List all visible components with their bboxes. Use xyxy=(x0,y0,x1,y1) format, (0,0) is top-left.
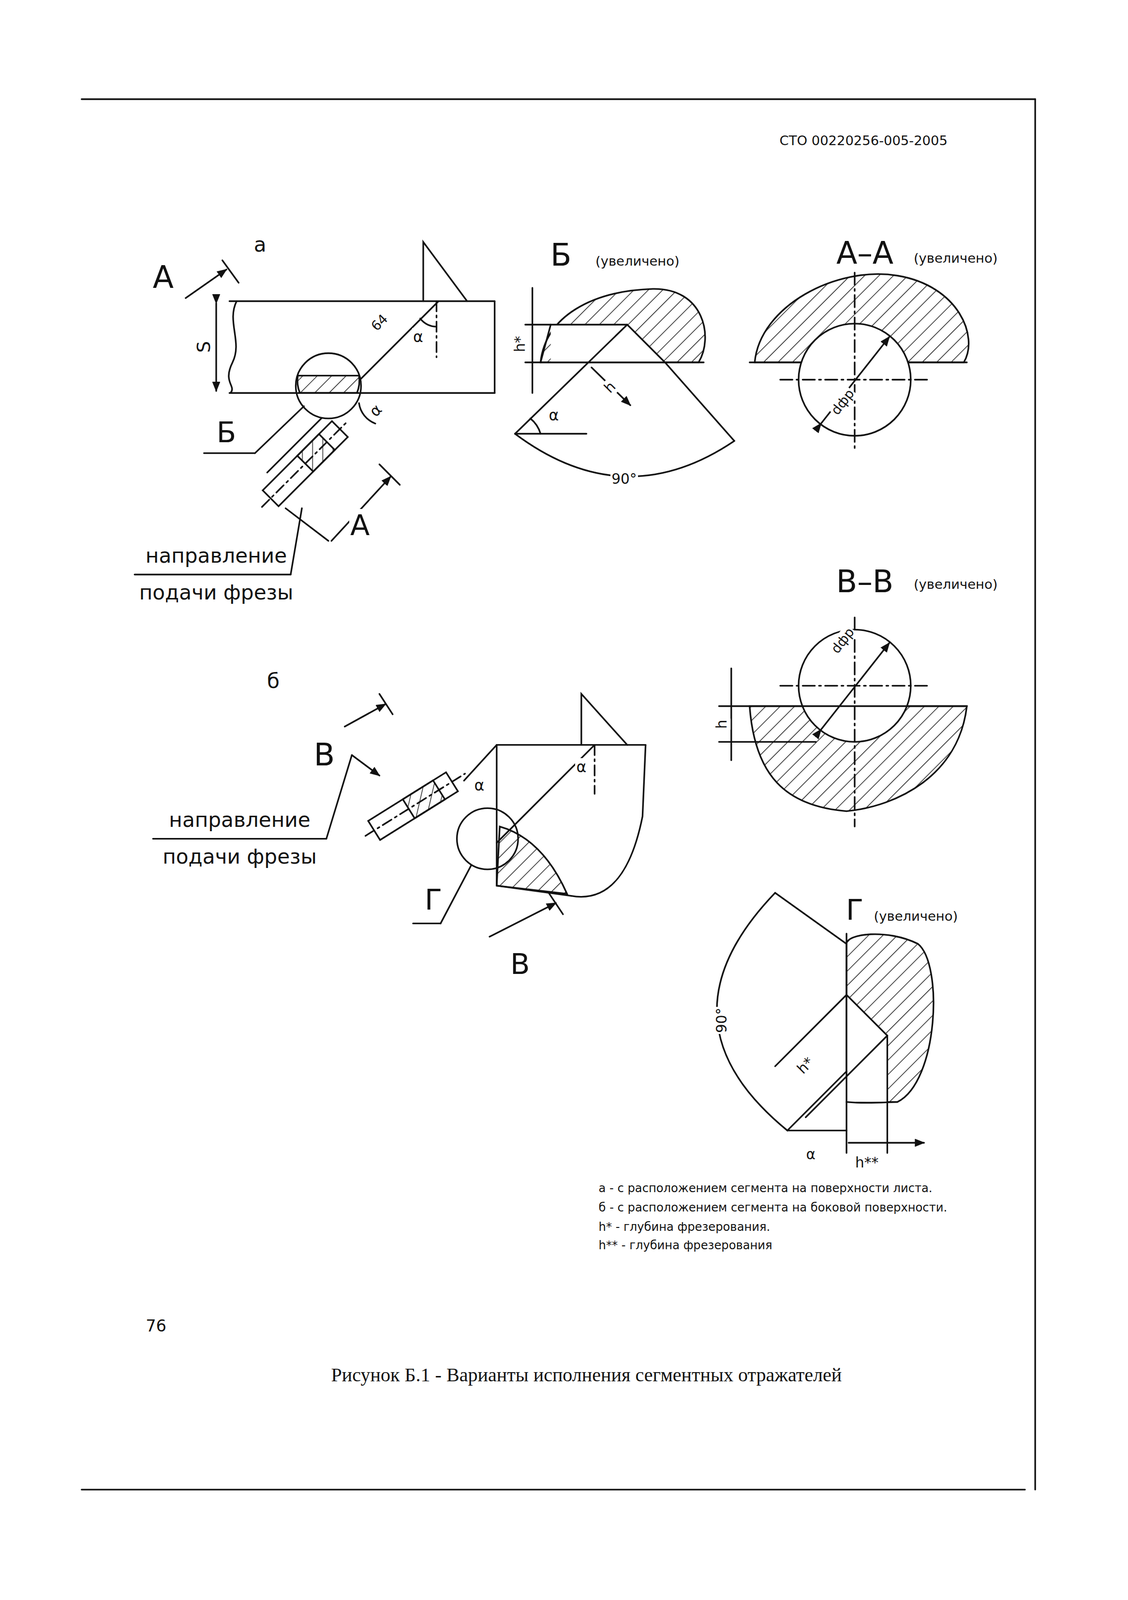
drawing-label: S xyxy=(193,340,215,354)
drawing-label: h xyxy=(713,718,731,730)
drawing-label: (увеличено) xyxy=(594,253,681,269)
drawing-label: Г xyxy=(845,893,865,927)
drawing-label: Г xyxy=(423,883,444,917)
drawing-label: α xyxy=(364,399,386,421)
drawing-label: Б xyxy=(549,237,573,273)
page-number: 76 xyxy=(144,1316,168,1336)
drawing-label: h* xyxy=(511,334,529,353)
legend-note: h** - глубина фрезерования xyxy=(597,1238,774,1253)
drawing-label: (увеличено) xyxy=(912,250,999,267)
drawing-label: h** xyxy=(854,1154,880,1172)
drawing-label: α xyxy=(805,1146,817,1163)
drawing-label: В–В xyxy=(835,564,895,600)
legend-note: б - с расположением сегмента на боковой … xyxy=(597,1201,949,1215)
drawing-label: направление подачи фрезы xyxy=(141,801,338,876)
drawing-label: α xyxy=(575,757,588,776)
drawing-label: (увеличено) xyxy=(873,908,960,924)
drawing-label: α xyxy=(412,327,425,346)
document-code: СТО 00220256-005-2005 xyxy=(778,133,949,149)
drawing-label: б xyxy=(266,669,281,694)
drawing-label: (увеличено) xyxy=(912,576,999,593)
drawing-label: 64 xyxy=(367,310,392,335)
drawing-label: 90° xyxy=(610,471,638,488)
drawing-label: а xyxy=(252,233,268,257)
drawing-label: А xyxy=(151,259,175,296)
drawing-label: Б xyxy=(215,415,238,449)
drawing-label: α xyxy=(548,406,561,424)
drawing-label: α xyxy=(473,776,486,794)
figure-caption: Рисунок Б.1 - Варианты исполнения сегмен… xyxy=(330,1363,844,1386)
legend-note: h* - глубина фрезерования. xyxy=(597,1220,772,1234)
drawing-label: В xyxy=(509,947,531,981)
drawing-label: А–А xyxy=(835,235,895,271)
drawing-label: А xyxy=(349,508,371,542)
drawing-label: направление подачи фрезы xyxy=(118,537,315,611)
legend-note: а - с расположением сегмента на поверхно… xyxy=(597,1181,934,1196)
drawing-label: 90° xyxy=(713,1006,731,1034)
drawing-label: h xyxy=(600,377,620,398)
drawing-label: В xyxy=(312,737,336,773)
drawing-label: h* xyxy=(793,1053,818,1078)
